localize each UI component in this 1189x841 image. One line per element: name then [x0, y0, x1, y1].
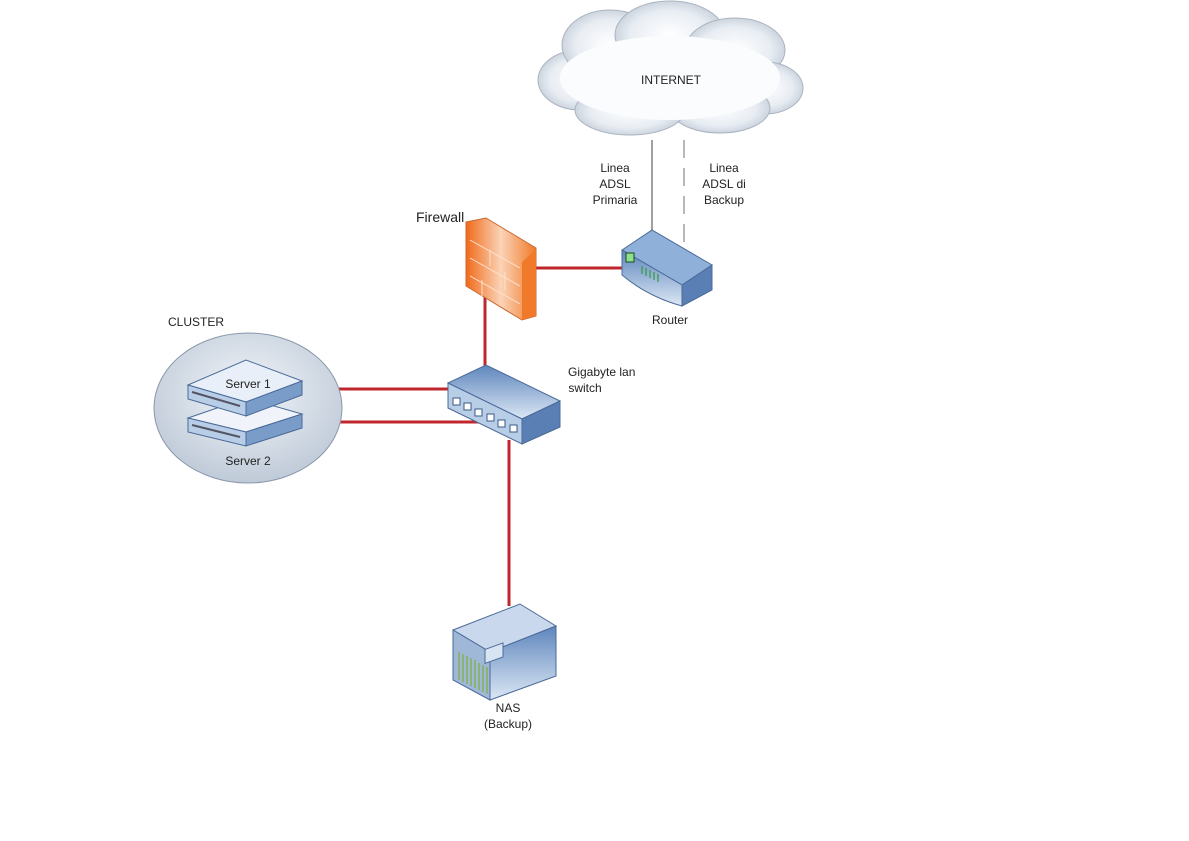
primary-label-line: ADSL [599, 177, 631, 191]
router-label: Router [652, 313, 688, 327]
firewall-label: Firewall [416, 209, 464, 225]
backup-label-line: Linea [709, 161, 739, 175]
switch-label-line: switch [568, 381, 601, 395]
server2-label: Server 2 [225, 454, 271, 468]
primary-label-line: Linea [600, 161, 630, 175]
backup-label-line: Backup [704, 193, 744, 207]
nas-label-line: NAS [496, 701, 521, 715]
server1-icon: Server 1 [186, 359, 304, 417]
switch-icon: Gigabyte lan switch [446, 364, 635, 445]
backup-link-label: Linea ADSL di Backup [702, 161, 746, 207]
cluster-label: CLUSTER [168, 315, 224, 329]
server1-label: Server 1 [225, 377, 271, 391]
nas-icon: NAS (Backup) [451, 603, 558, 731]
internet-cloud: INTERNET [537, 0, 804, 136]
backup-label-line: ADSL di [702, 177, 746, 191]
primary-link-label: Linea ADSL Primaria [593, 161, 638, 207]
lan-links [302, 266, 622, 606]
router-icon: Router [621, 229, 713, 327]
primary-label-line: Primaria [593, 193, 638, 207]
internet-label: INTERNET [641, 73, 702, 87]
cluster-group: CLUSTER Server 2 Server 1 [153, 315, 343, 484]
switch-label-line: Gigabyte lan [568, 365, 635, 379]
firewall-icon: Firewall [416, 209, 537, 321]
nas-label-line: (Backup) [484, 717, 532, 731]
